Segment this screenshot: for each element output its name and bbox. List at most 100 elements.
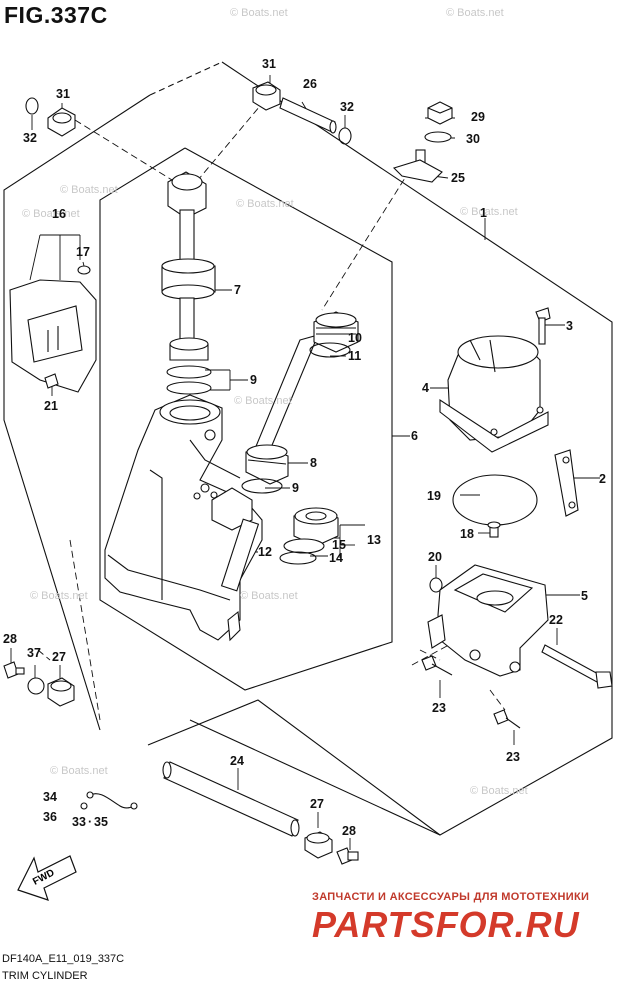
label-part-35: 35: [94, 815, 108, 829]
label-part-21: 21: [44, 399, 58, 413]
label-part-5: 5: [581, 589, 588, 603]
bushing-27-bottom: [304, 831, 333, 859]
label-part-11: 11: [348, 349, 362, 363]
label-part-4: 4: [422, 381, 429, 395]
label-part-22: 22: [549, 613, 563, 627]
screw-21: [44, 373, 59, 389]
label-part-37: 37: [27, 646, 41, 660]
nut-29: [427, 101, 453, 125]
watermark: © Boats.net: [446, 7, 504, 19]
label-part-16: 16: [52, 207, 66, 221]
label-part-36: 36: [43, 810, 57, 824]
label-part-28-left: 28: [3, 632, 17, 646]
label-part-13: 13: [367, 533, 381, 547]
bolt-3: [535, 307, 551, 345]
cover-plate-16: [9, 279, 97, 393]
label-part-18: 18: [460, 527, 474, 541]
watermark: © Boats.net: [50, 765, 108, 777]
label-part-23-upper: 23: [432, 701, 446, 715]
wire-34: [86, 791, 138, 810]
outer-frame: [189, 61, 613, 836]
screw-23-lower: [493, 709, 521, 729]
label-part-23-lower: 23: [506, 750, 520, 764]
trim-cylinder-body: [104, 394, 263, 642]
label-part-2: 2: [599, 472, 606, 486]
label-part-28-bottom: 28: [342, 824, 356, 838]
piston-rod-upper: [251, 311, 359, 457]
inner-frame: [99, 147, 393, 691]
bushing-31-left: [47, 107, 76, 137]
watermark: © Boats.net: [60, 184, 118, 196]
pump-body-5: [427, 564, 549, 677]
label-part-27-left: 27: [52, 650, 66, 664]
washer-30: [424, 131, 452, 143]
label-part-25: 25: [451, 171, 465, 185]
bolt-33: [80, 802, 88, 810]
pin-24: [162, 761, 300, 837]
watermark: © Boats.net: [460, 206, 518, 218]
brand-tagline: ЗАПЧАСТИ И АКСЕССУАРЫ ДЛЯ МОТОТЕХНИКИ: [312, 891, 590, 903]
label-part-15: 15: [332, 538, 346, 552]
label-part-26: 26: [303, 77, 317, 91]
watermark: © Boats.net: [22, 208, 80, 220]
label-part-17: 17: [76, 245, 90, 259]
label-part-6: 6: [411, 429, 418, 443]
valve-stack-13: [279, 507, 339, 565]
bolt-28-left: [3, 661, 25, 679]
outer-frame-left: [3, 94, 151, 731]
brand-logo: PARTSFOR.RU: [312, 904, 580, 945]
tube-12: [211, 487, 253, 531]
label-part-19: 19: [427, 489, 441, 503]
label-part-33: 33: [72, 815, 86, 829]
o-ring-20: [429, 577, 443, 593]
label-part-24: 24: [230, 754, 244, 768]
diagram-code: DF140A_E11_019_337C: [2, 953, 125, 965]
bushing-27-left: [47, 677, 75, 707]
bracket-2: [554, 449, 579, 517]
label-part-9-upper: 9: [250, 373, 257, 387]
cylinder-rod-assembly: [161, 171, 216, 361]
bolt-28-bottom: [336, 847, 359, 865]
o-ring-11: [309, 342, 351, 358]
label-part-8: 8: [310, 456, 317, 470]
label-part-9-lower: 9: [292, 481, 299, 495]
watermark: © Boats.net: [230, 7, 288, 19]
label-part-27-bottom: 27: [310, 797, 324, 811]
watermark: © Boats.net: [30, 590, 88, 602]
ring-32-left: [25, 97, 39, 115]
label-part-3: 3: [566, 319, 573, 333]
piston-8: [245, 444, 289, 485]
washer-37: [27, 677, 45, 695]
label-separator-dot: ·: [88, 815, 93, 829]
label-part-14: 14: [329, 551, 343, 565]
screw-23-upper: [421, 655, 453, 676]
label-part-31-top: 31: [262, 57, 276, 71]
plug-18: [487, 521, 501, 538]
label-part-20: 20: [428, 550, 442, 564]
grommet-17: [77, 265, 91, 275]
label-part-31-left: 31: [56, 87, 70, 101]
bottom-frame: [147, 699, 441, 836]
o-ring-9-lower: [241, 478, 283, 494]
diagram-caption: TRIM CYLINDER: [2, 970, 88, 982]
stud-25: [392, 149, 443, 183]
label-part-34: 34: [43, 790, 57, 804]
label-part-7: 7: [234, 283, 241, 297]
label-part-32-top: 32: [340, 100, 354, 114]
label-part-29: 29: [471, 110, 485, 124]
reservoir-4: [439, 335, 549, 453]
bolt-22: [541, 644, 613, 689]
watermark: © Boats.net: [470, 785, 528, 797]
fwd-arrow: FWD: [17, 855, 77, 901]
label-part-10: 10: [348, 331, 362, 345]
label-part-30: 30: [466, 132, 480, 146]
o-ring-19: [452, 474, 538, 526]
label-part-12: 12: [258, 545, 272, 559]
pin-26: [279, 97, 337, 134]
watermark: © Boats.net: [240, 590, 298, 602]
bushing-31-top: [252, 81, 281, 111]
watermark: © Boats.net: [236, 198, 294, 210]
label-part-32-left: 32: [23, 131, 37, 145]
label-part-1: 1: [480, 206, 487, 220]
